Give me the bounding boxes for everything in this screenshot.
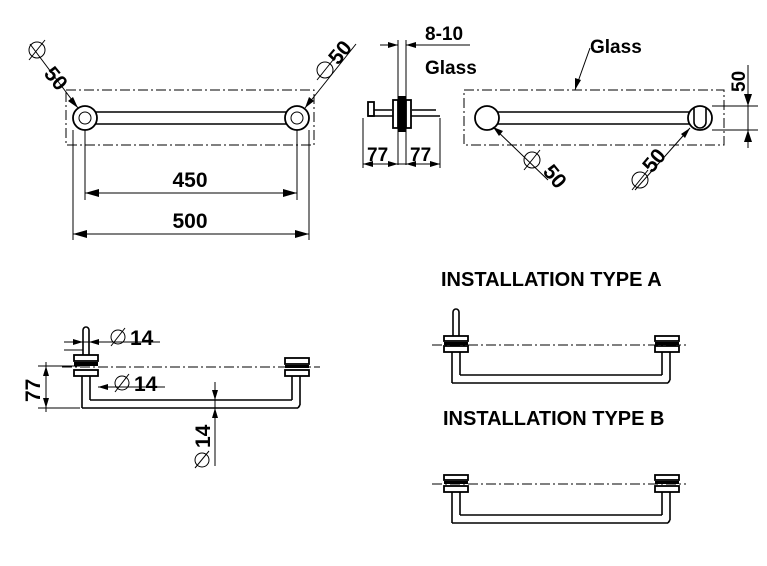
right-mount-circle [284, 105, 310, 131]
dim-77-vertical-label: 77 [22, 379, 45, 402]
installation-type-a-heading: INSTALLATION TYPE A [441, 269, 662, 291]
installation-type-b: INSTALLATION TYPE B [432, 408, 686, 524]
side-view: 8-10 Glass 77 77 [362, 24, 477, 168]
dim-77-left-label: 77 [367, 145, 388, 166]
glass-outline-front [65, 89, 315, 146]
installation-type-b-heading: INSTALLATION TYPE B [443, 408, 664, 430]
glass-right-label: Glass [590, 37, 642, 58]
dia14-mid-label: 14 [134, 373, 158, 396]
dim-77-right-label: 77 [410, 145, 431, 166]
dim-50-vertical-label: 50 [729, 71, 750, 92]
diameter-50-right-callout: 50 [304, 37, 357, 109]
dia50-br1-label: 50 [538, 160, 571, 193]
installation-type-a: INSTALLATION TYPE A [432, 269, 686, 384]
detail-view: 14 14 77 14 [22, 326, 320, 469]
dia14-vertical-label: 14 [192, 424, 215, 448]
glass-view: Glass 50 50 50 [463, 37, 758, 193]
dim-450-label: 450 [172, 169, 207, 192]
left-mount-circle [72, 105, 98, 131]
dim-8-10-label: 8-10 [425, 24, 463, 45]
front-view: 50 50 450 500 [28, 37, 357, 240]
dia14-top-label: 14 [130, 327, 154, 350]
diameter-50-left-callout: 50 [28, 39, 79, 109]
glass-outline-right [463, 89, 725, 146]
glass-mid-label: Glass [425, 58, 477, 79]
dim-500-label: 500 [172, 210, 207, 233]
